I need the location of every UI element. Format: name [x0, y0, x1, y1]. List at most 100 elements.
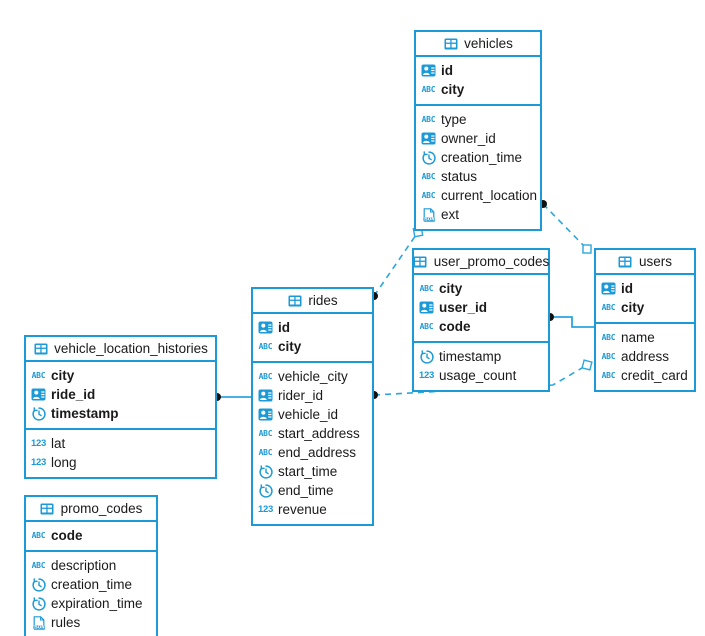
abc-string-icon: ABC: [419, 283, 434, 293]
abc-string-icon: ABC: [31, 530, 46, 540]
field-label: timestamp: [51, 406, 119, 421]
abc-string-icon: ABC: [31, 370, 46, 380]
field-label: creation_time: [51, 577, 133, 592]
relationship-vehicles-to-users[interactable]: [539, 200, 592, 254]
abc-string-icon: ABC: [258, 447, 273, 457]
primary-key-city[interactable]: ABC city: [253, 337, 372, 356]
table-grid-icon: [287, 293, 302, 308]
column-creation_time[interactable]: creation_time: [26, 575, 156, 594]
table-grid-icon: [618, 254, 633, 269]
column-end_address[interactable]: ABC end_address: [253, 443, 372, 462]
field-label: id: [278, 320, 290, 335]
id-card-icon: [258, 407, 273, 422]
column-expiration_time[interactable]: expiration_time: [26, 594, 156, 613]
column-end_time[interactable]: end_time: [253, 481, 372, 500]
entity-title: user_promo_codes: [433, 254, 550, 269]
primary-key-timestamp[interactable]: timestamp: [26, 404, 215, 423]
primary-key-user_id[interactable]: user_id: [414, 298, 548, 317]
abc-string-icon: ABC: [258, 428, 273, 438]
primary-key-ride_id[interactable]: ride_id: [26, 385, 215, 404]
entity-header-user_promo_codes[interactable]: user_promo_codes: [413, 250, 550, 275]
abc-string-icon: ABC: [601, 302, 616, 312]
column-start_time[interactable]: start_time: [253, 462, 372, 481]
primary-key-id[interactable]: id: [253, 318, 372, 337]
column-rider_id[interactable]: rider_id: [253, 386, 372, 405]
id-card-icon: [419, 300, 434, 315]
primary-key-code[interactable]: ABC code: [26, 526, 156, 545]
svg-text:JSON: JSON: [32, 624, 45, 629]
field-label: description: [51, 558, 117, 573]
123-number-icon: 123: [419, 369, 434, 381]
column-creation_time[interactable]: creation_time: [416, 148, 540, 167]
field-label: code: [51, 528, 83, 543]
primary-key-id[interactable]: id: [416, 61, 540, 80]
entity-header-promo_codes[interactable]: promo_codes: [26, 497, 156, 522]
column-vehicle_id[interactable]: vehicle_id: [253, 405, 372, 424]
field-label: credit_card: [621, 368, 688, 383]
clock-icon: [258, 483, 273, 498]
entity-header-vehicles[interactable]: vehicles: [416, 32, 540, 57]
field-label: end_address: [278, 445, 357, 460]
entity-header-users[interactable]: users: [596, 250, 694, 275]
column-type[interactable]: ABC type: [416, 110, 540, 129]
abc-string-icon: ABC: [258, 341, 273, 351]
field-label: city: [278, 339, 302, 354]
column-owner_id[interactable]: owner_id: [416, 129, 540, 148]
field-label: long: [51, 455, 77, 470]
field-label: user_id: [439, 300, 488, 315]
123-number-icon: 123: [258, 503, 273, 515]
field-label: lat: [51, 436, 66, 451]
field-label: rider_id: [278, 388, 324, 403]
clock-icon: [31, 577, 46, 592]
column-timestamp[interactable]: timestamp: [414, 347, 548, 366]
field-label: owner_id: [441, 131, 496, 146]
primary-key-group: ABC code: [26, 522, 156, 550]
abc-string-icon: ABC: [421, 114, 436, 124]
field-label: type: [441, 112, 467, 127]
abc-string-icon: ABC: [421, 84, 436, 94]
field-label: address: [621, 349, 670, 364]
clock-icon: [31, 406, 46, 421]
entity-header-vehicle_location_histories[interactable]: vehicle_location_histories: [26, 337, 215, 362]
entity-header-rides[interactable]: rides: [253, 289, 372, 314]
primary-key-id[interactable]: id: [596, 279, 694, 298]
table-grid-icon: [40, 501, 55, 516]
entity-title: vehicles: [464, 36, 513, 51]
relationship-vehicle-location-histories-to-rides[interactable]: [213, 393, 251, 401]
relationship-user-promo-codes-to-users[interactable]: [546, 313, 594, 328]
field-label: ride_id: [51, 387, 96, 402]
clock-icon: [31, 596, 46, 611]
clock-icon: [419, 349, 434, 364]
json-document-icon: JSON: [31, 615, 46, 630]
